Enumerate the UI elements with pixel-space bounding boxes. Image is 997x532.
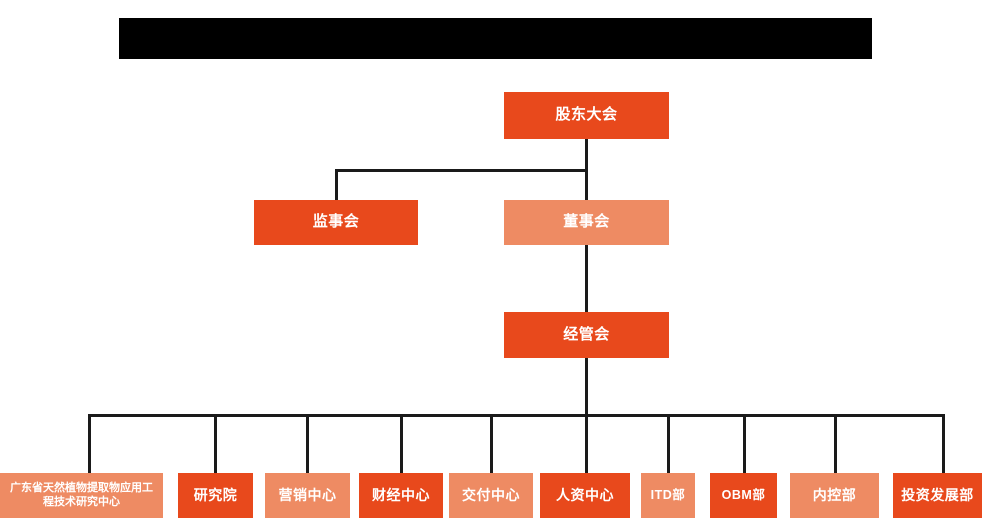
connector-level2-branch: [335, 169, 587, 172]
node-guangdong-research-center[interactable]: 广东省天然植物提取物应用工程技术研究中心: [0, 473, 163, 518]
connector-drop-investment-development-department: [942, 414, 945, 473]
connector-drop-internal-control-department: [834, 414, 837, 473]
node-management-committee[interactable]: 经管会: [504, 312, 669, 358]
connector-supervisory-drop: [335, 169, 338, 201]
connector-drop-guangdong-research-center: [88, 414, 91, 473]
node-research-institute[interactable]: 研究院: [178, 473, 253, 518]
connector-drop-finance-center: [400, 414, 403, 473]
node-marketing-center[interactable]: 营销中心: [265, 473, 350, 518]
connector-drop-obm-department: [743, 414, 746, 473]
node-delivery-center[interactable]: 交付中心: [449, 473, 533, 518]
node-obm-department[interactable]: OBM部: [710, 473, 777, 518]
connector-drop-marketing-center: [306, 414, 309, 473]
node-finance-center[interactable]: 财经中心: [359, 473, 443, 518]
redacted-title-banner: [119, 18, 872, 59]
node-shareholders-meeting[interactable]: 股东大会: [504, 92, 669, 139]
connector-shareholders-stem: [585, 139, 588, 211]
node-investment-development-department[interactable]: 投资发展部: [893, 473, 982, 518]
connector-drop-research-institute: [214, 414, 217, 473]
connector-board-to-management: [585, 240, 588, 312]
node-board-of-directors[interactable]: 董事会: [504, 200, 669, 245]
connector-drop-delivery-center: [490, 414, 493, 473]
connector-management-stem: [585, 358, 588, 416]
node-itd-department[interactable]: ITD部: [641, 473, 695, 518]
connector-drop-itd-department: [667, 414, 670, 473]
node-hr-center[interactable]: 人资中心: [540, 473, 630, 518]
connector-level4-bus: [88, 414, 945, 417]
node-internal-control-department[interactable]: 内控部: [790, 473, 879, 518]
connector-drop-hr-center: [585, 414, 588, 473]
node-supervisory-board[interactable]: 监事会: [254, 200, 418, 245]
